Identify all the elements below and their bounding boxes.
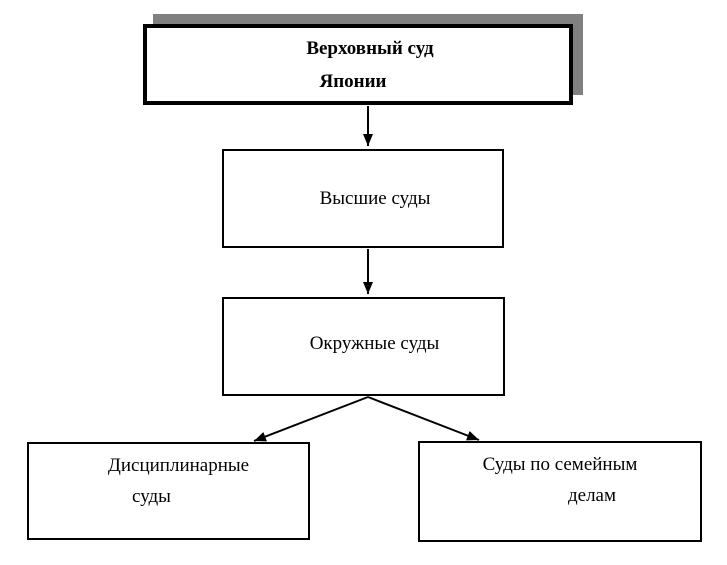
node-supreme-court: Верховный суд Японии [143, 24, 573, 105]
node-supreme-court-label-line1: Верховный суд [306, 38, 434, 59]
node-disciplinary-courts-label-line2: суды [132, 486, 171, 507]
arrow-district-to-family [367, 396, 480, 441]
node-district-courts: Окружные суды [222, 297, 505, 396]
node-high-courts-label: Высшие суды [319, 188, 431, 209]
node-high-courts: Высшие суды [222, 149, 504, 248]
node-disciplinary-courts-label-line1: Дисциплинарные [107, 455, 250, 476]
node-disciplinary-courts: Дисциплинарные суды [27, 442, 310, 540]
node-family-courts-label-line1: Суды по семейным [482, 454, 638, 475]
arrow-district-to-disciplinary [253, 396, 369, 442]
node-family-courts: Суды по семейным делам [418, 441, 702, 542]
node-family-courts-label-line2: делам [567, 485, 617, 506]
node-district-courts-label: Окружные суды [309, 333, 440, 354]
node-supreme-court-label-line2: Японии [319, 71, 387, 92]
